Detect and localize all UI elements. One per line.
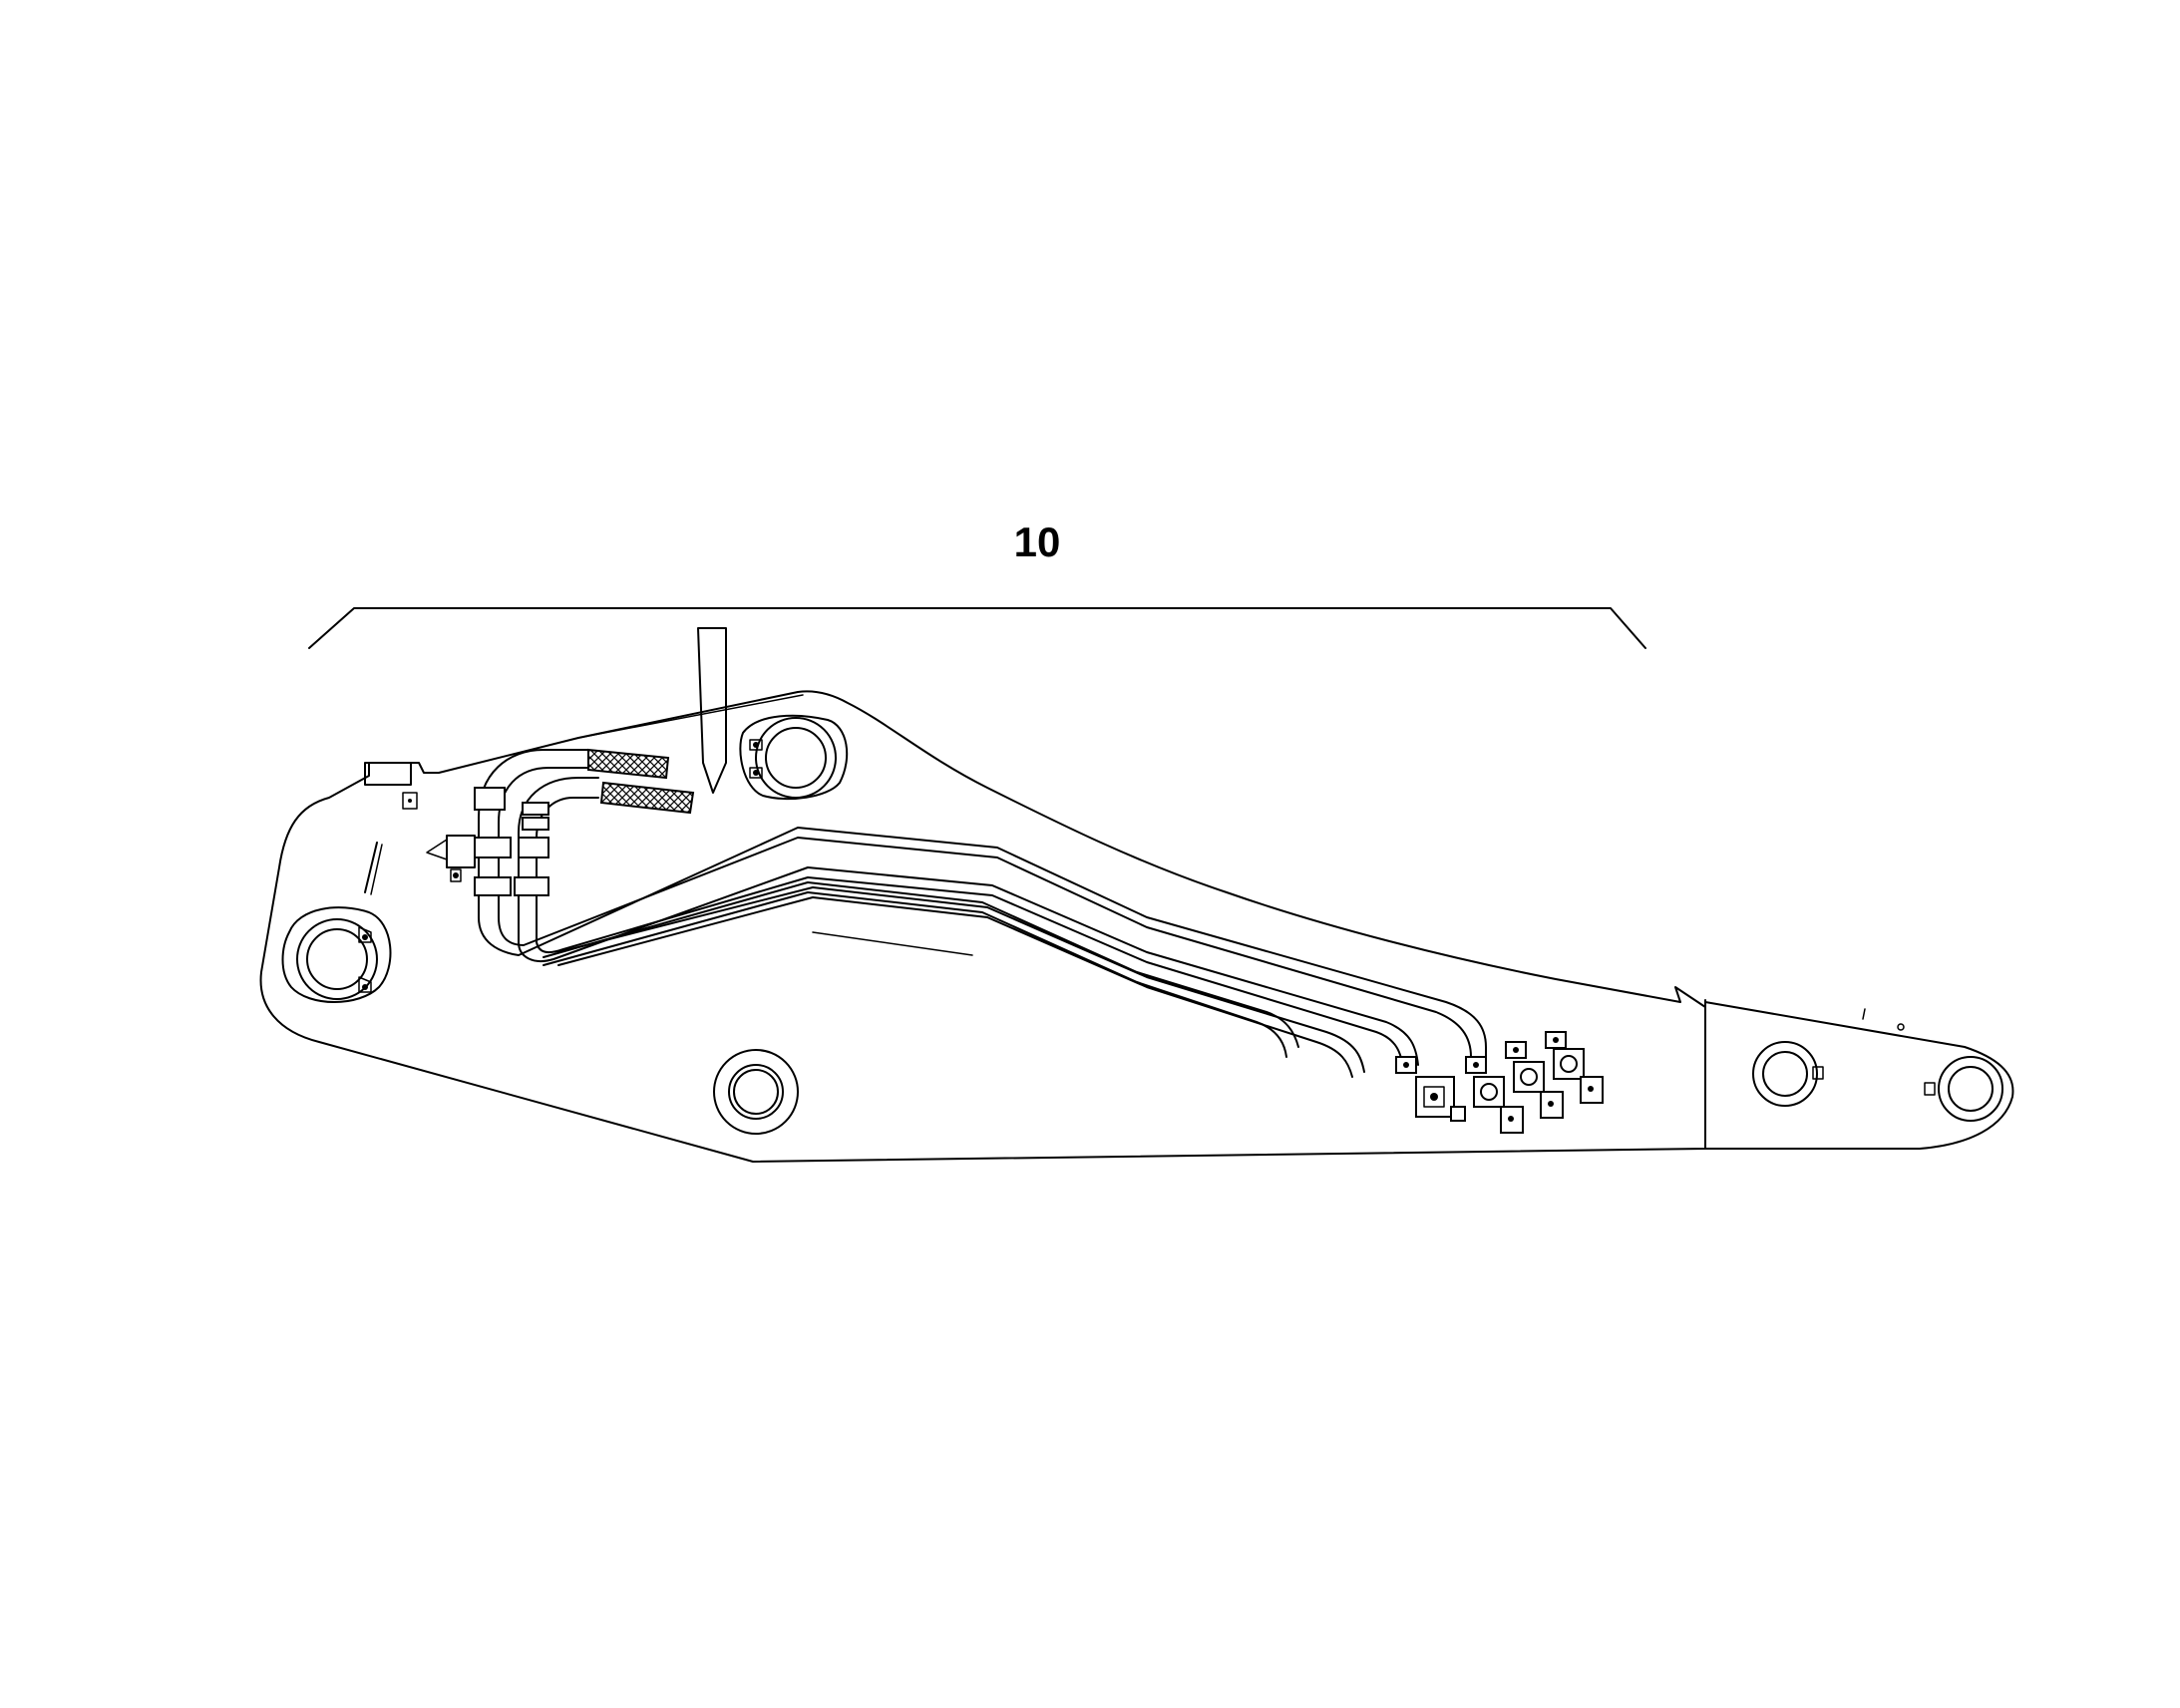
left-tab <box>364 762 412 786</box>
short-slot-line <box>364 842 378 893</box>
top-pivot-boss <box>739 714 849 801</box>
bottom-boss <box>713 1049 799 1135</box>
fitting-block-cluster <box>1395 1031 1604 1134</box>
hose-bundle-bends <box>474 749 599 943</box>
hose-sleeve-lower <box>599 781 695 815</box>
valve-bracket <box>426 835 476 882</box>
nose-boss-tip <box>1938 1056 2003 1122</box>
plate-line <box>812 931 973 956</box>
boom-upper-edge <box>577 694 804 739</box>
callout-label: 10 <box>1013 518 1061 565</box>
small-plate <box>402 792 418 810</box>
callout-bracket <box>308 607 1646 649</box>
boom-nose-segment <box>1704 1001 2014 1150</box>
left-pivot-boss <box>281 906 392 1003</box>
short-slot-line-2 <box>370 844 383 895</box>
boom-body-outline <box>259 690 1706 1163</box>
hydraulic-pipes <box>478 827 1487 1078</box>
hose-sleeve-upper <box>587 748 670 780</box>
pointer-pin <box>697 627 727 794</box>
nose-small-fittings <box>1812 1008 1936 1096</box>
nose-boss-middle <box>1752 1041 1818 1107</box>
